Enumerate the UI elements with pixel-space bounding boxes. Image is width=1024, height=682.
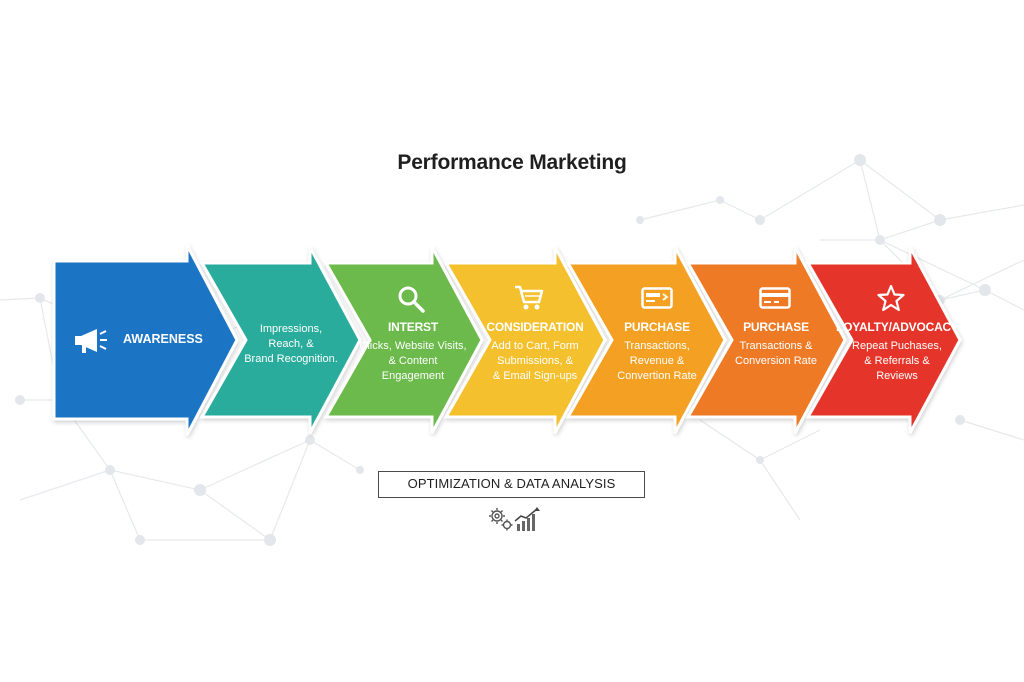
stage-5-description: Transactions, Revenue & Convertion Rate — [617, 340, 697, 382]
stage-4-heading: CONSIDERATION — [486, 320, 584, 334]
shopping-cart-icon — [515, 285, 544, 310]
stage-arrow-6 — [685, 246, 847, 434]
stage-4-text: CONSIDERATION Add to Cart, Form Submissi… — [470, 320, 600, 384]
stage-7-description: Repeat Puchases, & Referrals & Reviews — [852, 340, 942, 382]
stage-arrow-4 — [443, 246, 607, 434]
stage-arrow-7 — [805, 246, 962, 434]
stage-2-text: Impressions, Reach, & Brand Recognition. — [228, 322, 354, 367]
page-title: Performance Marketing — [397, 151, 627, 174]
stage-6-text: PURCHASE Transactions & Conversion Rate — [718, 320, 834, 369]
stage-7-text: LOYALTY/ADVOCACY Repeat Puchases, & Refe… — [836, 320, 959, 384]
stage-5-heading: PURCHASE — [624, 320, 690, 334]
credit-card-icon — [759, 287, 791, 309]
stage-2-description: Impressions, Reach, & Brand Recognition. — [244, 323, 338, 365]
stage-7-heading: LOYALTY/ADVOCACY — [836, 320, 959, 334]
payment-card-icon — [641, 287, 673, 309]
stage-3-heading: INTERST — [388, 320, 438, 334]
optimization-label-box: OPTIMIZATION & DATA ANALYSIS — [378, 471, 645, 498]
stage-4-description: Add to Cart, Form Submissions, & & Email… — [491, 340, 579, 382]
star-icon — [877, 284, 905, 312]
stage-1-heading: AWARENESS — [123, 332, 203, 346]
stage-6-description: Transactions & Conversion Rate — [735, 340, 817, 367]
magnifier-icon — [398, 286, 425, 313]
stage-3-text: INTERST Clicks, Website Visits, & Conten… — [352, 320, 474, 384]
stage-arrow-5 — [565, 246, 727, 434]
stage-6-heading: PURCHASE — [743, 320, 809, 334]
stage-5-text: PURCHASE Transactions, Revenue & Convert… — [600, 320, 714, 384]
stage-arrow-3 — [323, 246, 484, 434]
stage-3-description: Clicks, Website Visits, & Content Engage… — [359, 340, 467, 382]
stage-arrow-1 — [52, 244, 239, 436]
megaphone-icon — [75, 329, 107, 353]
gears-and-growth-chart-icon — [489, 507, 540, 531]
stage-arrow-2 — [199, 246, 362, 434]
